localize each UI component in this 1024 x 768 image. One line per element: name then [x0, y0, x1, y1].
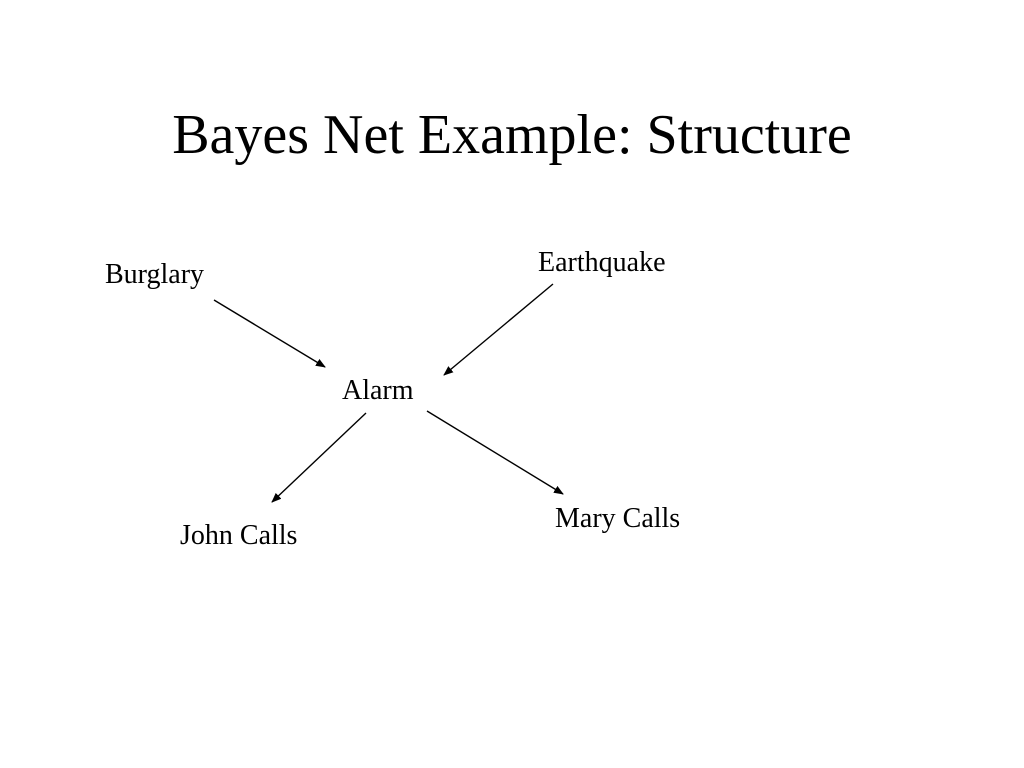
node-mary-calls: Mary Calls [555, 503, 681, 534]
node-john-calls: John Calls [180, 520, 298, 551]
slide-title: Bayes Net Example: Structure [172, 104, 852, 166]
edge-alarm-to-mary-calls [426, 410, 564, 495]
edge-burglary-to-alarm [213, 299, 326, 368]
edge-earthquake-to-alarm [443, 283, 554, 376]
edge-alarm-to-john-calls [271, 412, 367, 503]
node-earthquake: Earthquake [538, 247, 666, 278]
node-burglary: Burglary [105, 259, 205, 290]
node-alarm: Alarm [342, 375, 414, 406]
